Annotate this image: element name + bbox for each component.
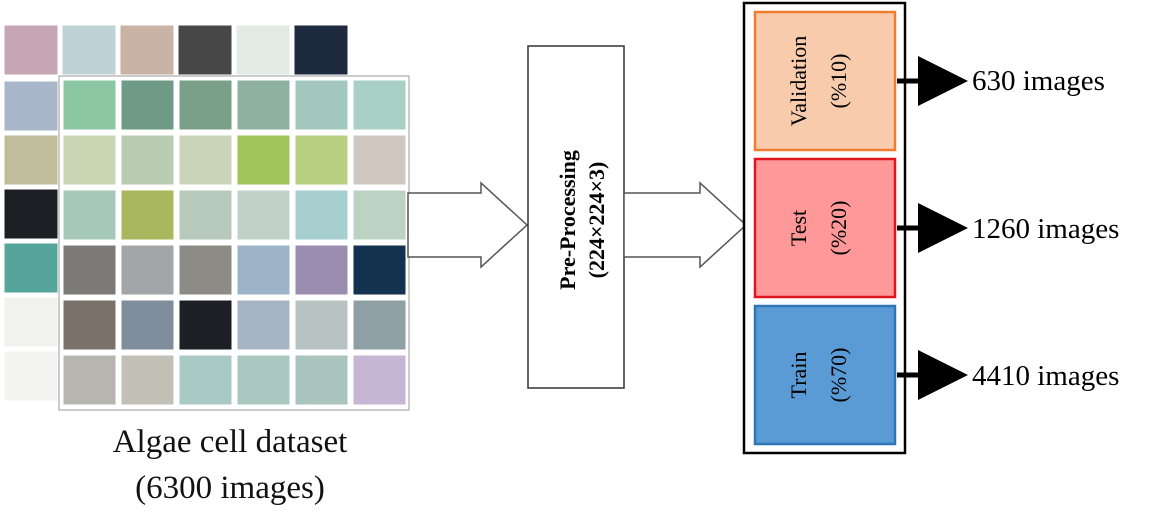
split-validation: Validation (%10) 630 images bbox=[753, 10, 1105, 152]
algae-image-tile bbox=[292, 187, 351, 243]
hollow-arrow-to-preprocessing bbox=[407, 181, 529, 269]
algae-image-tile bbox=[1, 348, 61, 404]
validation-count: 630 images bbox=[972, 65, 1105, 97]
algae-image-tile bbox=[234, 187, 293, 243]
split-test: Test (%20) 1260 images bbox=[753, 157, 1119, 299]
dataset-collage-left bbox=[1, 78, 61, 404]
algae-image-tile bbox=[1, 186, 61, 242]
algae-image-tile bbox=[291, 22, 351, 78]
split-train: Train (%70) 4410 images bbox=[753, 304, 1119, 446]
algae-image-tile bbox=[350, 132, 409, 188]
validation-percent: (%10) bbox=[826, 54, 851, 109]
algae-image-tile bbox=[1, 294, 61, 350]
algae-image-tile bbox=[60, 242, 119, 298]
algae-image-tile bbox=[176, 297, 235, 353]
algae-image-tile bbox=[176, 352, 235, 408]
dataset-count-caption: (6300 images) bbox=[135, 470, 325, 506]
train-box bbox=[753, 304, 897, 446]
algae-image-tile bbox=[350, 77, 409, 133]
preprocessing-shape: (224×224×3) bbox=[584, 162, 609, 279]
algae-image-tile bbox=[118, 132, 177, 188]
algae-image-tile bbox=[175, 22, 235, 78]
algae-image-tile bbox=[1, 22, 61, 78]
hollow-arrow-to-splits bbox=[623, 181, 748, 269]
algae-image-tile bbox=[292, 242, 351, 298]
train-label: Train bbox=[786, 352, 811, 399]
dataset-caption: Algae cell dataset bbox=[112, 424, 348, 460]
algae-image-tile bbox=[60, 132, 119, 188]
preprocessing-label: Pre-Processing bbox=[555, 150, 580, 290]
algae-image-tile bbox=[118, 77, 177, 133]
algae-image-tile bbox=[234, 352, 293, 408]
test-percent: (%20) bbox=[826, 201, 851, 256]
algae-image-tile bbox=[117, 22, 177, 78]
algae-image-tile bbox=[176, 132, 235, 188]
preprocessing-box bbox=[527, 45, 625, 389]
algae-image-tile bbox=[292, 352, 351, 408]
algae-image-tile bbox=[60, 352, 119, 408]
validation-label: Validation bbox=[786, 36, 811, 126]
algae-image-tile bbox=[292, 297, 351, 353]
test-label: Test bbox=[786, 210, 811, 246]
dataset-collage-back bbox=[1, 22, 351, 78]
test-count: 1260 images bbox=[972, 213, 1119, 245]
dataset-collage-front bbox=[58, 75, 410, 411]
algae-image-tile bbox=[234, 132, 293, 188]
train-percent: (%70) bbox=[826, 348, 851, 403]
algae-image-tile bbox=[118, 242, 177, 298]
algae-image-tile bbox=[292, 132, 351, 188]
algae-image-tile bbox=[59, 22, 119, 78]
algae-image-tile bbox=[234, 297, 293, 353]
algae-image-tile bbox=[1, 78, 61, 134]
algae-image-tile bbox=[350, 297, 409, 353]
algae-image-tile bbox=[350, 242, 409, 298]
algae-image-tile bbox=[60, 297, 119, 353]
validation-box bbox=[753, 10, 897, 152]
train-count: 4410 images bbox=[972, 360, 1119, 392]
algae-image-tile bbox=[233, 22, 293, 78]
algae-image-tile bbox=[176, 77, 235, 133]
algae-image-tile bbox=[118, 187, 177, 243]
algae-image-tile bbox=[234, 77, 293, 133]
algae-image-tile bbox=[350, 187, 409, 243]
algae-image-tile bbox=[118, 297, 177, 353]
algae-image-tile bbox=[176, 242, 235, 298]
algae-image-tile bbox=[234, 242, 293, 298]
test-box bbox=[753, 157, 897, 299]
algae-image-tile bbox=[60, 77, 119, 133]
algae-image-tile bbox=[118, 352, 177, 408]
algae-image-tile bbox=[292, 77, 351, 133]
algae-image-tile bbox=[350, 352, 409, 408]
algae-image-tile bbox=[1, 240, 61, 296]
algae-image-tile bbox=[176, 187, 235, 243]
algae-image-tile bbox=[1, 132, 61, 188]
algae-image-tile bbox=[60, 187, 119, 243]
